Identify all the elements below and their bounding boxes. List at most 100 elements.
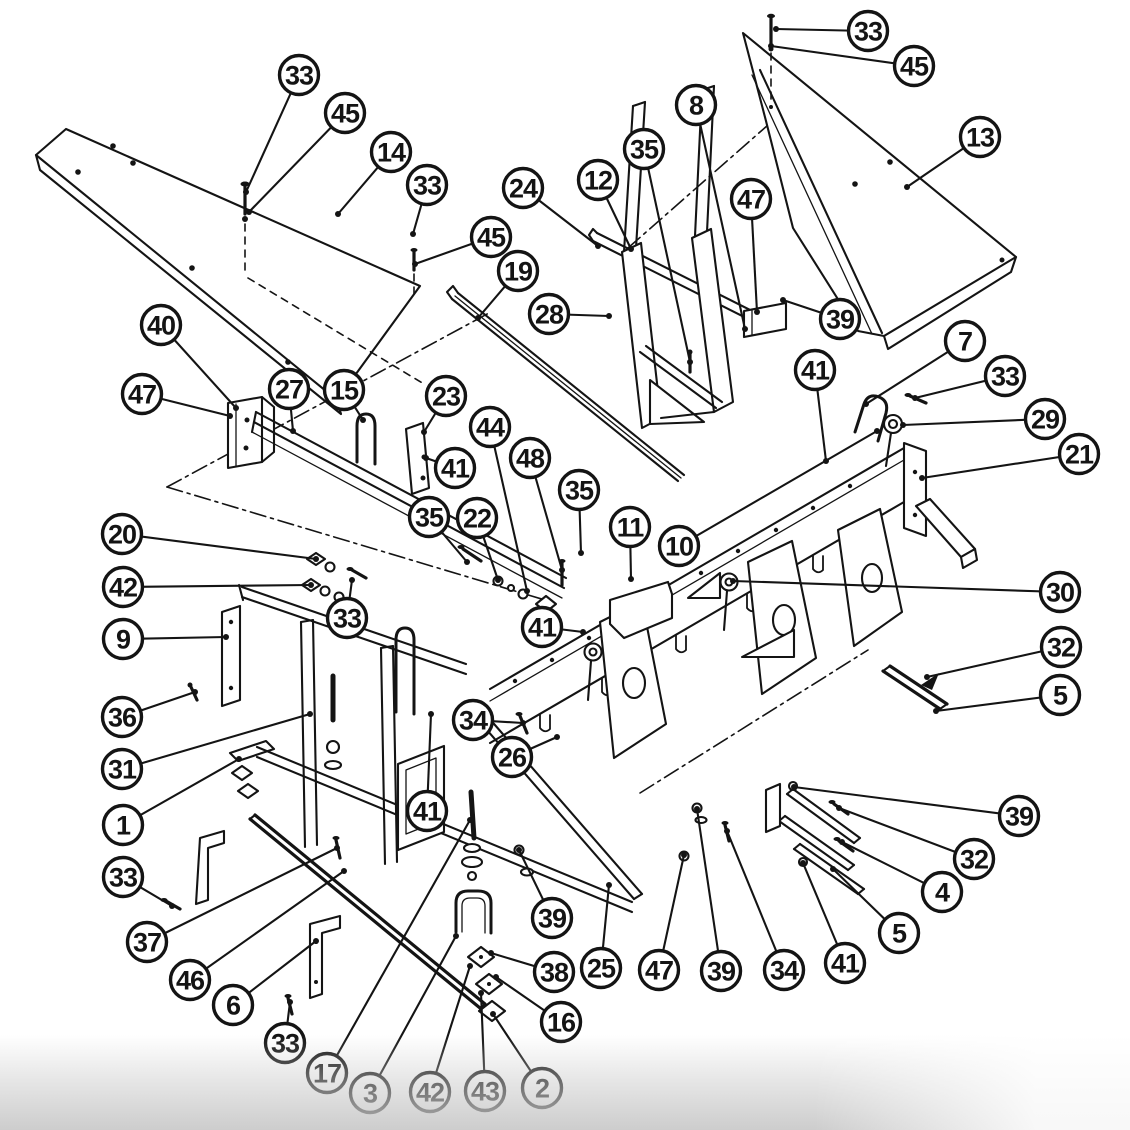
left-wing-panel [34, 127, 425, 416]
callout-32: 32 [924, 625, 1083, 680]
balloon-circle [369, 130, 413, 174]
balloon-number: 46 [176, 966, 205, 996]
balloon-number: 33 [413, 171, 442, 201]
leader-dot [904, 184, 910, 190]
balloon-number: 41 [413, 797, 442, 827]
callout-33: 33 [263, 999, 307, 1065]
leader-dot [768, 43, 774, 49]
callout-33: 33 [912, 354, 1027, 401]
callout-25: 25 [579, 882, 623, 990]
balloon-circle [211, 983, 255, 1027]
balloon-circle [451, 698, 495, 742]
leader-line [121, 712, 311, 771]
leader-line [245, 74, 300, 193]
leader-dot [800, 860, 806, 866]
callout-41: 41 [800, 860, 867, 985]
balloon-number: 48 [516, 444, 545, 474]
balloon-circle [952, 837, 996, 881]
leader-dot [724, 828, 730, 834]
balloon-circle [277, 53, 321, 97]
leader-dot [287, 999, 293, 1005]
callout-33: 33 [773, 9, 890, 53]
leader-dot [912, 395, 918, 401]
balloon-circle [1039, 625, 1083, 669]
leader-dot [524, 588, 530, 594]
balloon-number: 38 [540, 958, 569, 988]
leader-dot [335, 211, 341, 217]
callout-41: 41 [793, 348, 837, 464]
callout-35: 35 [557, 468, 601, 556]
balloon-number: 20 [108, 520, 136, 550]
leader-dot [236, 756, 242, 762]
callout-42: 42 [101, 565, 314, 609]
leader-dot [223, 634, 229, 640]
leader-line [146, 847, 338, 943]
callout-41: 41 [520, 605, 586, 649]
balloon-number: 24 [509, 174, 538, 204]
balloon-number: 15 [330, 376, 359, 406]
balloon-number: 12 [584, 166, 612, 196]
balloon-circle [520, 605, 564, 649]
callout-26: 26 [490, 734, 560, 779]
balloon-circle [120, 372, 164, 416]
balloon-number: 45 [331, 99, 360, 129]
callout-47: 47 [637, 852, 687, 992]
leader-line [695, 808, 723, 972]
balloon-number: 10 [665, 532, 693, 562]
leader-dot [428, 711, 434, 717]
balloon-number: 28 [535, 300, 564, 330]
callout-33: 33 [405, 163, 449, 237]
balloon-circle [405, 163, 449, 207]
leader-dot [467, 963, 473, 969]
balloon-circle [793, 348, 837, 392]
balloon-circle [527, 292, 571, 336]
callout-15: 15 [322, 368, 366, 423]
leader-dot [578, 550, 584, 556]
leader-dot [490, 1011, 496, 1017]
balloon-number: 32 [1047, 633, 1075, 663]
leader-dot [780, 297, 786, 303]
leader-line [838, 807, 975, 860]
leader-dot [192, 689, 198, 695]
callout-11: 11 [608, 505, 652, 582]
balloon-number: 25 [587, 954, 616, 984]
balloon-number: 5 [1053, 681, 1068, 711]
callout-16: 16 [493, 974, 583, 1044]
balloon-circle [468, 405, 512, 449]
leader-dot [313, 556, 319, 562]
leader-dot [839, 839, 845, 845]
balloon-number: 47 [128, 380, 156, 410]
callout-7: 7 [863, 319, 987, 407]
balloon-number: 5 [892, 919, 907, 949]
callout-22: 22 [455, 496, 501, 583]
balloon-circle [818, 297, 862, 341]
callout-19: 19 [475, 249, 540, 321]
balloon-number: 35 [630, 135, 659, 165]
balloon-circle [637, 948, 681, 992]
balloon-number: 34 [770, 956, 799, 986]
balloon-circle [892, 44, 936, 88]
callout-31: 31 [100, 711, 313, 791]
leader-dot [488, 950, 494, 956]
balloon-circle [323, 91, 367, 135]
balloon-number: 39 [538, 904, 567, 934]
callout-39: 39 [516, 847, 574, 940]
right-wing-panel [741, 13, 1018, 351]
balloon-circle [983, 354, 1027, 398]
callout-30: 30 [730, 570, 1082, 614]
balloon-number: 27 [275, 375, 303, 405]
balloon-circle [1038, 570, 1082, 614]
leader-dot [595, 243, 601, 249]
leader-dot [628, 246, 634, 252]
leader-dot [694, 806, 700, 812]
leader-dot [874, 428, 880, 434]
balloon-number: 42 [109, 573, 137, 603]
balloon-circle [823, 941, 867, 985]
balloon-circle [101, 617, 145, 661]
balloon-number: 3 [363, 1079, 378, 1109]
balloon-circle [322, 368, 366, 412]
balloon-number: 8 [689, 91, 704, 121]
leader-dot [628, 576, 634, 582]
balloon-circle [532, 950, 576, 994]
